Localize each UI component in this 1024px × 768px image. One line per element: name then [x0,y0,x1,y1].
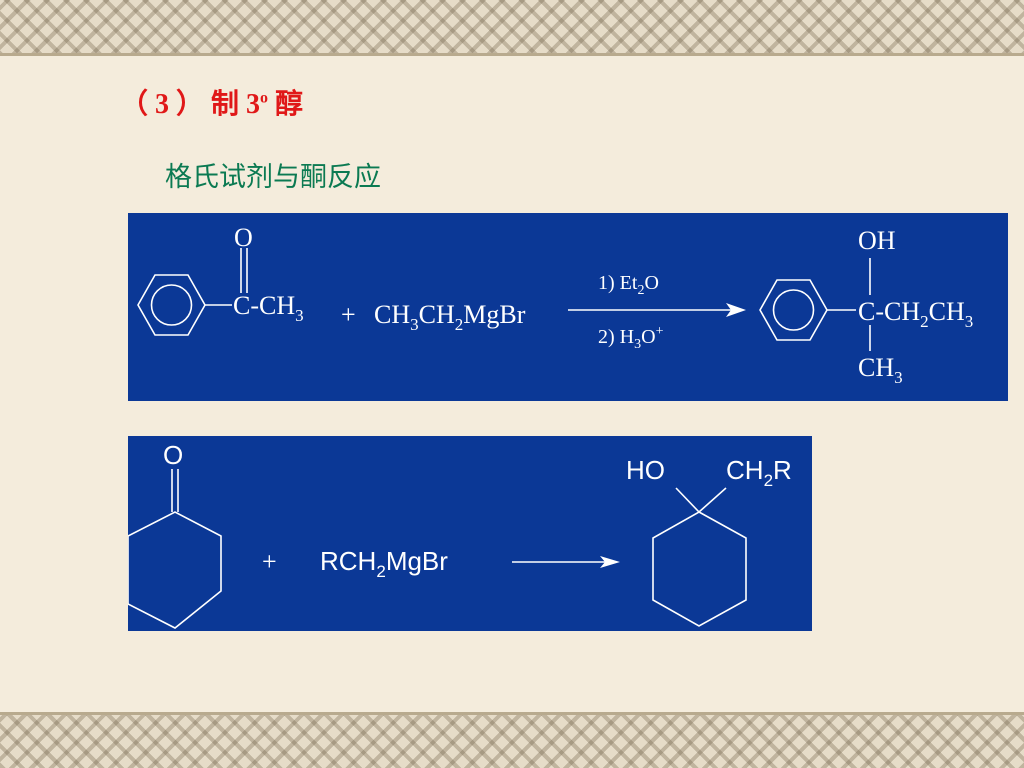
product-methyl: CH3 [858,353,903,387]
product-ethyl-chain: C-CH2CH3 [858,297,973,331]
plus-sign-2: + [262,547,277,576]
reaction-panel-acetophenone: O C-CH3 + CH3CH2MgBr 1) Et2O 2) H3O+ OH … [128,213,1008,401]
product-2-hydroxyl: HO [626,455,665,485]
section-heading: （ 3 ） 制 3o 醇 [120,82,303,122]
reaction-arrow-head [726,303,746,317]
heading-prefix: （ 3 ） 制 3 [120,89,261,120]
reactant-carbonyl-oxygen: O [234,223,253,252]
bond-to-ch2r [698,487,727,513]
reactant-acetyl-group: C-CH3 [233,291,304,325]
plus-sign: + [341,300,356,329]
reaction-arrow-2-head [600,556,620,568]
heading-degree-superscript: o [260,89,269,107]
reactant-2-oxygen: O [163,440,183,470]
cyclohexane-ring-product [652,511,747,627]
decorative-border-bottom [0,712,1024,768]
cyclohexane-ring-reactant [128,511,222,629]
benzene-ring-reactant [137,274,206,336]
benzene-ring-product-circle [772,289,815,331]
benzene-ring-product [759,279,828,341]
benzene-ring-reactant-circle [150,284,193,326]
grignard-reagent: CH3CH2MgBr [374,300,526,334]
decorative-border-top [0,0,1024,56]
reaction-2-diagram: O + RCH2MgBr HO CH2R [128,440,792,629]
product-2-ch2r: CH2R [726,455,792,490]
section-subheading: 格氏试剂与酮反应 [165,162,381,193]
grignard-reagent-2: RCH2MgBr [320,546,448,581]
condition-step-2: 2) H3O+ [598,324,664,352]
reaction-1-diagram: O C-CH3 + CH3CH2MgBr 1) Et2O 2) H3O+ OH … [137,223,973,387]
heading-suffix: 醇 [268,89,304,120]
product-hydroxyl: OH [858,226,896,255]
reaction-panel-cyclohexanone: O + RCH2MgBr HO CH2R [128,436,812,631]
bond-to-hydroxyl [675,487,700,513]
condition-step-1: 1) Et2O [598,272,659,298]
